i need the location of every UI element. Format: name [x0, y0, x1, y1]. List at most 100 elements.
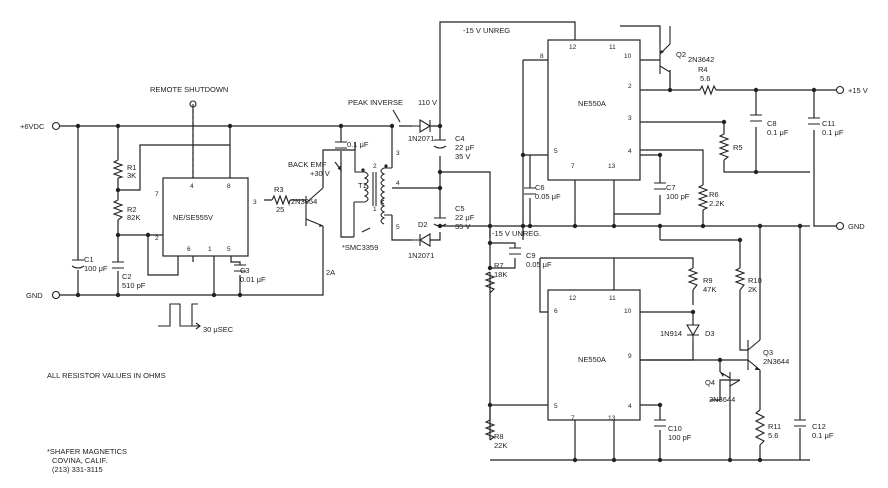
c4-volts: 35 V	[455, 152, 470, 161]
t1-pin-label: 1	[373, 206, 377, 213]
c7-ref: C7	[666, 183, 676, 192]
c5-value: 22 μF	[455, 213, 475, 222]
resistor-r2	[112, 199, 124, 221]
shafer-line-2: COVINA, CALIF.	[52, 456, 107, 465]
pin-label: 10	[624, 308, 632, 315]
pin-label: 5	[554, 148, 558, 155]
c3-value: 0.01 μF	[240, 275, 266, 284]
pulse-label: 30 μSEC	[203, 325, 234, 334]
pin-label: 6	[187, 246, 191, 253]
q2-ref: Q2	[676, 50, 686, 59]
pin-label: 8	[227, 183, 231, 190]
t1-ref: T1	[358, 181, 367, 190]
pin-label: 11	[609, 295, 616, 302]
c10-value: 100 pF	[668, 433, 692, 442]
ic-u1-body	[162, 177, 249, 257]
transformer-t1	[353, 142, 392, 237]
c2-value: 510 pF	[122, 281, 146, 290]
pin-label: 12	[569, 295, 577, 302]
r6-ref: R6	[709, 190, 719, 199]
capacitor-c6	[524, 187, 536, 195]
c5-ref: C5	[455, 204, 465, 213]
r11-value: 5.6	[768, 431, 778, 440]
pulse-waveform	[158, 303, 198, 327]
capacitor-c10	[654, 419, 666, 427]
r8-value: 22K	[494, 441, 507, 450]
q4-ref: Q4	[705, 378, 715, 387]
c7-value: 100 pF	[666, 192, 690, 201]
ic-u1-label: NE/SE555V	[173, 213, 213, 222]
out-pos-label: +15 V	[848, 86, 868, 95]
transistors	[305, 26, 761, 400]
r4-ref: R4	[698, 65, 708, 74]
pin-label: 9	[628, 353, 632, 360]
diode-d3	[686, 324, 700, 342]
pin-label: 2	[155, 235, 159, 242]
r5-ref: R5	[733, 143, 743, 152]
input-rail-label: +6VDC	[20, 122, 45, 131]
q1-type: 2N3054	[291, 197, 317, 206]
capacitor-c2	[112, 261, 124, 269]
pin-label: 12	[569, 44, 577, 51]
neg-unreg-mid-label: -15 V UNREG.	[492, 229, 541, 238]
t1-pin-label: 4	[396, 180, 400, 187]
capacitor-c4	[433, 139, 447, 149]
d2-type: 1N2071	[408, 251, 434, 260]
q4-type: 2N3644	[709, 395, 735, 404]
pin-label: 13	[608, 415, 616, 422]
smc-label: *SMC3359	[342, 243, 378, 252]
capacitor-c8	[750, 114, 762, 122]
pin-label: 8	[540, 53, 544, 60]
out-pos-terminal	[835, 85, 845, 95]
cx-value: 0.1 μF	[347, 140, 369, 149]
c4-value: 22 μF	[455, 143, 475, 152]
capacitor-c3	[234, 264, 246, 272]
ic-u2-body	[547, 39, 641, 181]
neg-unreg-top-label: -15 V UNREG	[463, 26, 510, 35]
pin-label: 6	[554, 308, 558, 315]
capacitor-c9	[509, 247, 521, 255]
back-emf-volts: +30 V	[310, 169, 330, 178]
c12-ref: C12	[812, 422, 826, 431]
r10-value: 2K	[748, 285, 757, 294]
peak-volts-label: 110 V	[418, 98, 437, 107]
resistor-r9	[687, 267, 699, 291]
c4-ref: C4	[455, 134, 465, 143]
c12-value: 0.1 μF	[812, 431, 834, 440]
resistor-r5	[718, 133, 730, 161]
ic-u3-label: NE550A	[578, 355, 606, 364]
resistor-r11	[754, 409, 766, 446]
ic-u2-label: NE550A	[578, 99, 606, 108]
pin-label: 10	[624, 53, 632, 60]
pin-label: 7	[571, 415, 575, 422]
c11-value: 0.1 μF	[822, 128, 844, 137]
d1-type: 1N2071	[408, 134, 434, 143]
current-label: 2A	[326, 268, 335, 277]
resistor-note: ALL RESISTOR VALUES IN OHMS	[47, 371, 166, 380]
pin-label: 13	[608, 163, 616, 170]
pin-label: 1	[208, 246, 212, 253]
pin-label: 3	[628, 115, 632, 122]
capacitor-c12	[794, 419, 806, 427]
q3-type: 2N3644	[763, 357, 789, 366]
r1-value: 3K	[127, 171, 136, 180]
diode-d2	[412, 233, 431, 247]
c8-ref: C8	[767, 119, 777, 128]
c10-ref: C10	[668, 424, 682, 433]
c3-ref: C3	[240, 266, 250, 275]
t1-pin-label: 5	[396, 224, 400, 231]
pin-label: 4	[628, 403, 632, 410]
shafer-line-1: *SHAFER MAGNETICS	[47, 447, 127, 456]
r3-ref: R3	[274, 185, 284, 194]
c8-value: 0.1 μF	[767, 128, 789, 137]
diodes	[412, 119, 700, 342]
r8-ref: R8	[494, 432, 504, 441]
q2-type: 2N3642	[688, 55, 714, 64]
t1-pin-label: 3	[396, 150, 400, 157]
peak-inverse-label: PEAK INVERSE	[348, 98, 403, 107]
r7-value: 18K	[494, 270, 507, 279]
capacitor-cx	[335, 141, 347, 149]
transistor-q2	[659, 26, 671, 90]
capacitor-c11	[808, 117, 820, 125]
